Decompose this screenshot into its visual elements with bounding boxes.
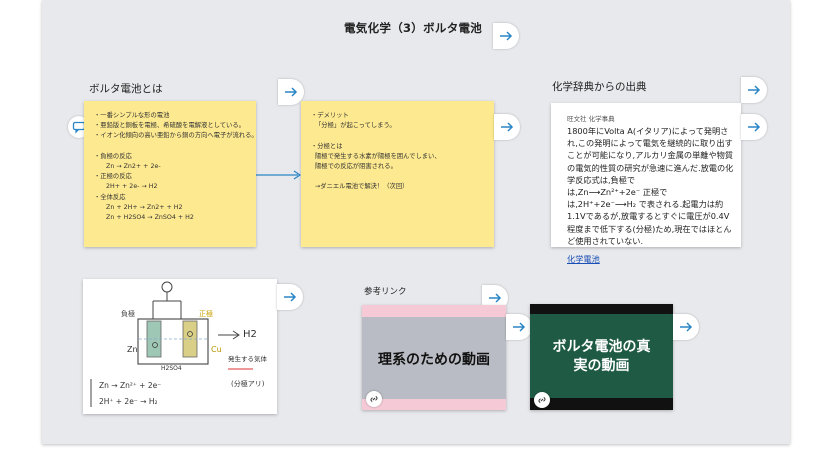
handwritten-drawing-card[interactable]: 負極 正極 Zn Cu H2SO4 H2 発生する気体 (分極アリ) Zn → … [83,279,277,414]
arrow-right-icon [500,31,513,41]
dict-section-arrow[interactable] [741,77,767,103]
links-section-label: 参考リンク [364,287,407,297]
dict-section-label: 化学辞典からの出典 [552,81,647,93]
arrow-right-icon [501,122,514,132]
video-link-card-2[interactable]: ボルタ電池の真実の動画 [530,304,673,410]
video-card-1-arrow[interactable] [506,314,532,340]
demerit-note-arrow[interactable] [494,114,520,140]
canvas-board: 電気化学（3）ボルタ電池 ボルタ電池とは ・一番シンプルな形の電池 ・亜鉛版と銅… [42,0,790,444]
link-badge-1 [366,391,382,407]
video-title-1: 理系のための動画 [378,352,490,368]
sketch-h2: H2 [243,329,257,340]
sketch-eq1: Zn → Zn²⁺ + 2e⁻ [99,381,162,390]
sketch-eq2: 2H⁺ + 2e⁻ → H₂ [99,397,158,406]
arrow-right-icon [680,322,693,332]
sketch-zn: Zn [127,345,138,354]
sketch-gas-note: 発生する気体 [228,355,267,363]
volta-sticky-note[interactable]: ・一番シンプルな形の電池 ・亜鉛版と銅板を電極、希硫酸を電解液としている。 ・イ… [84,101,258,247]
link-icon [538,397,546,403]
arrow-right-icon [748,122,761,132]
video-title-2: ボルタ電池の真実の動画 [552,339,651,374]
video-card-2-arrow[interactable] [673,314,699,340]
dict-source: 旺文社 化学事典 [567,115,615,123]
battery-sketch-image [90,281,253,407]
arrow-right-icon [748,85,761,95]
demerit-sticky-note[interactable]: ・デメリット 「分極」が起こってしまう。 ・分極とは 陽極で発生する水素が陽極を… [301,101,494,247]
sketch-label-positive: 正極 [199,310,213,318]
arrow-right-icon [284,292,297,302]
dict-body-text: 1800年にVolta A(イタリア)によって発明され,この発明によって電気を継… [567,126,734,246]
sketch-polarization: (分極アリ) [231,380,265,388]
arrow-right-icon [513,322,526,332]
video-link-card-1[interactable]: 理系のための動画 [362,305,506,410]
dictionary-card-arrow[interactable] [741,114,767,140]
volta-section-label: ボルタ電池とは [89,83,163,95]
sketch-cu: Cu [211,345,222,354]
demerit-note-text: ・デメリット 「分極」が起こってしまう。 ・分極とは 陽極で発生する水素が陽極を… [311,112,441,191]
board-title: 電気化学（3）ボルタ電池 [344,21,483,35]
title-link-arrow[interactable] [493,23,519,49]
dict-link[interactable]: 化学電池 [567,254,600,265]
sketch-h2so4: H2SO4 [161,365,182,372]
video-thumbnail-2 [530,314,673,398]
drawing-card-arrow[interactable] [277,284,303,310]
link-badge-2 [534,392,550,408]
video-thumbnail-1 [362,317,506,399]
arrow-right-icon [489,293,502,303]
connector-arrowhead [293,170,302,180]
volta-note-text: ・一番シンプルな形の電池 ・亜鉛版と銅板を電極、希硫酸を電解液としている。 ・イ… [94,112,258,222]
dictionary-card[interactable]: 旺文社 化学事典 1800年にVolta A(イタリア)によって発明され,この発… [551,103,741,264]
arrow-right-icon [285,87,298,97]
sketch-label-negative: 負極 [121,310,135,318]
volta-section-arrow[interactable] [278,79,304,105]
link-icon [370,396,378,402]
